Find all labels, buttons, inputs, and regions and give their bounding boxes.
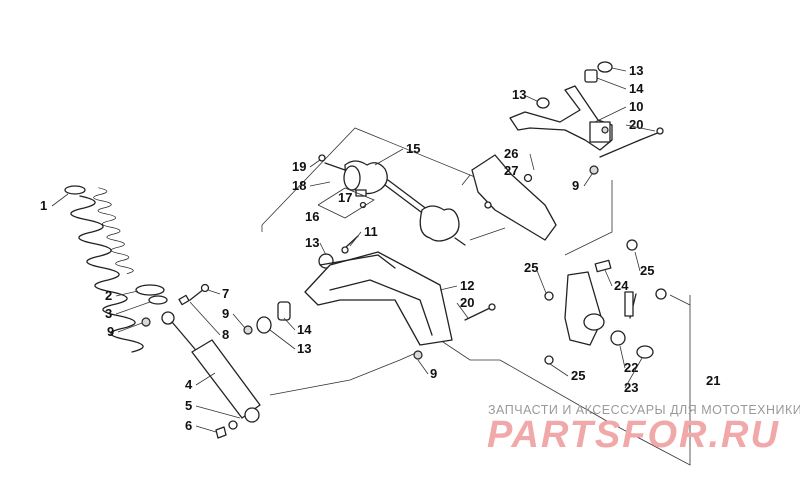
callout-14b: 14 <box>629 81 644 96</box>
group-outline-lines <box>261 127 691 466</box>
callout-20b: 20 <box>629 117 643 132</box>
spring-seat <box>135 284 168 305</box>
callout-10: 10 <box>629 99 643 114</box>
callout-25c: 25 <box>571 368 585 383</box>
callout-14: 14 <box>297 322 312 337</box>
leader-lines <box>51 67 656 433</box>
callout-4: 4 <box>185 377 193 392</box>
callout-20: 20 <box>460 295 474 310</box>
drive-shaft <box>317 154 466 246</box>
callout-25b: 25 <box>640 263 654 278</box>
callout-26: 26 <box>504 146 518 161</box>
swing-arm <box>304 251 496 346</box>
callout-13d: 13 <box>512 87 526 102</box>
callout-13b: 13 <box>305 235 319 250</box>
callout-19: 19 <box>292 159 306 174</box>
callout-8: 8 <box>222 327 229 342</box>
callout-27: 27 <box>504 163 518 178</box>
callout-9b: 9 <box>222 306 229 321</box>
watermark-logo: PARTSFOR.RU <box>487 414 780 456</box>
shock-absorber <box>161 311 261 423</box>
callout-2: 2 <box>105 288 112 303</box>
callout-6: 6 <box>185 418 192 433</box>
callout-5: 5 <box>185 398 192 413</box>
shock-bolts <box>141 165 599 439</box>
rocker-arm <box>544 239 667 365</box>
callout-11: 11 <box>364 224 378 239</box>
coil-spring <box>64 185 144 353</box>
callout-7: 7 <box>222 286 229 301</box>
callout-24: 24 <box>614 278 629 293</box>
callout-labels: 1 2 3 9 4 5 6 7 8 9 14 13 11 13 12 20 9 … <box>40 63 720 433</box>
callout-12: 12 <box>460 278 474 293</box>
callout-9: 9 <box>107 324 114 339</box>
callout-16: 16 <box>305 209 319 224</box>
watermark-caption: ЗАПЧАСТИ И АКСЕССУАРЫ ДЛЯ МОТОТЕХНИКИ <box>488 403 800 417</box>
callout-18: 18 <box>292 178 306 193</box>
callout-21: 21 <box>706 373 720 388</box>
callout-15: 15 <box>406 141 420 156</box>
callout-13c: 13 <box>629 63 643 78</box>
callout-13: 13 <box>297 341 311 356</box>
callout-3: 3 <box>105 306 112 321</box>
callout-1: 1 <box>40 198 47 213</box>
chain-guard <box>471 154 557 241</box>
callout-9d: 9 <box>572 178 579 193</box>
callout-9c: 9 <box>430 366 437 381</box>
upper-link <box>509 61 664 158</box>
callout-23: 23 <box>624 380 638 395</box>
callout-25: 25 <box>524 260 538 275</box>
callout-17: 17 <box>338 190 352 205</box>
